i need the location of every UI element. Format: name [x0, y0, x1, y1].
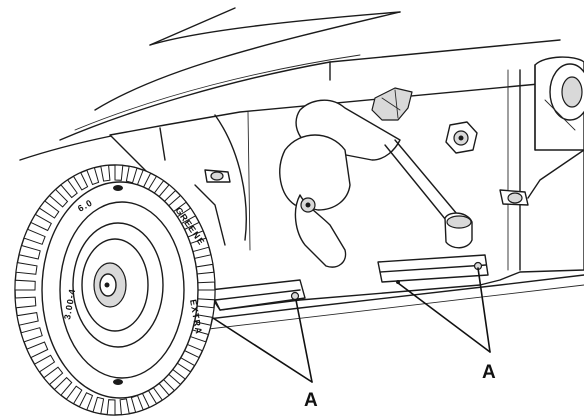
- tread-block: [106, 399, 116, 416]
- callout-leader-left-2: [295, 299, 313, 383]
- skid-plates: [209, 254, 489, 311]
- diagonal-strut: [384, 139, 473, 249]
- callout-leader-right-2: [477, 267, 491, 353]
- tread-block: [114, 164, 124, 181]
- tread-block: [16, 312, 39, 326]
- tire-tread: [14, 164, 216, 416]
- right-bolt: [499, 149, 584, 206]
- tread-block: [92, 396, 105, 415]
- tread-block: [33, 354, 56, 373]
- tread-block: [78, 392, 94, 411]
- callouts: A A: [212, 267, 496, 411]
- tread-block: [125, 165, 138, 184]
- tread-block: [30, 213, 52, 232]
- tread-block: [48, 188, 69, 208]
- tread-block: [23, 228, 46, 245]
- height-adjust-bracket: [279, 99, 401, 268]
- front-wheel: 6.0 3.00-4 GREENE EXTRA: [14, 164, 216, 416]
- adjustment-knob: [371, 87, 413, 121]
- tread-block: [100, 164, 111, 182]
- deck-lower-edge: [199, 274, 584, 331]
- tread-block: [15, 262, 38, 275]
- tread-block: [14, 279, 36, 291]
- wheel-bolt-upper: [194, 169, 231, 246]
- tread-block: [72, 171, 89, 191]
- tread-block: [53, 376, 73, 396]
- tread-block: [65, 385, 83, 405]
- tread-block: [86, 167, 100, 186]
- tread-block: [20, 327, 43, 343]
- tread-block: [18, 244, 41, 260]
- callout-leader-left-1: [212, 317, 313, 383]
- hex-nut: [445, 121, 478, 154]
- callout-label-left: A: [304, 390, 318, 411]
- callout-label-right: A: [482, 362, 496, 383]
- right-pulley-housing: [534, 56, 584, 151]
- tread-block: [60, 179, 78, 199]
- tread-block: [43, 366, 64, 386]
- tread-block: [38, 200, 60, 219]
- tread-block: [26, 341, 49, 359]
- tread-block: [14, 296, 37, 309]
- callout-leader-right-1: [397, 282, 491, 353]
- tread-block: [119, 398, 130, 416]
